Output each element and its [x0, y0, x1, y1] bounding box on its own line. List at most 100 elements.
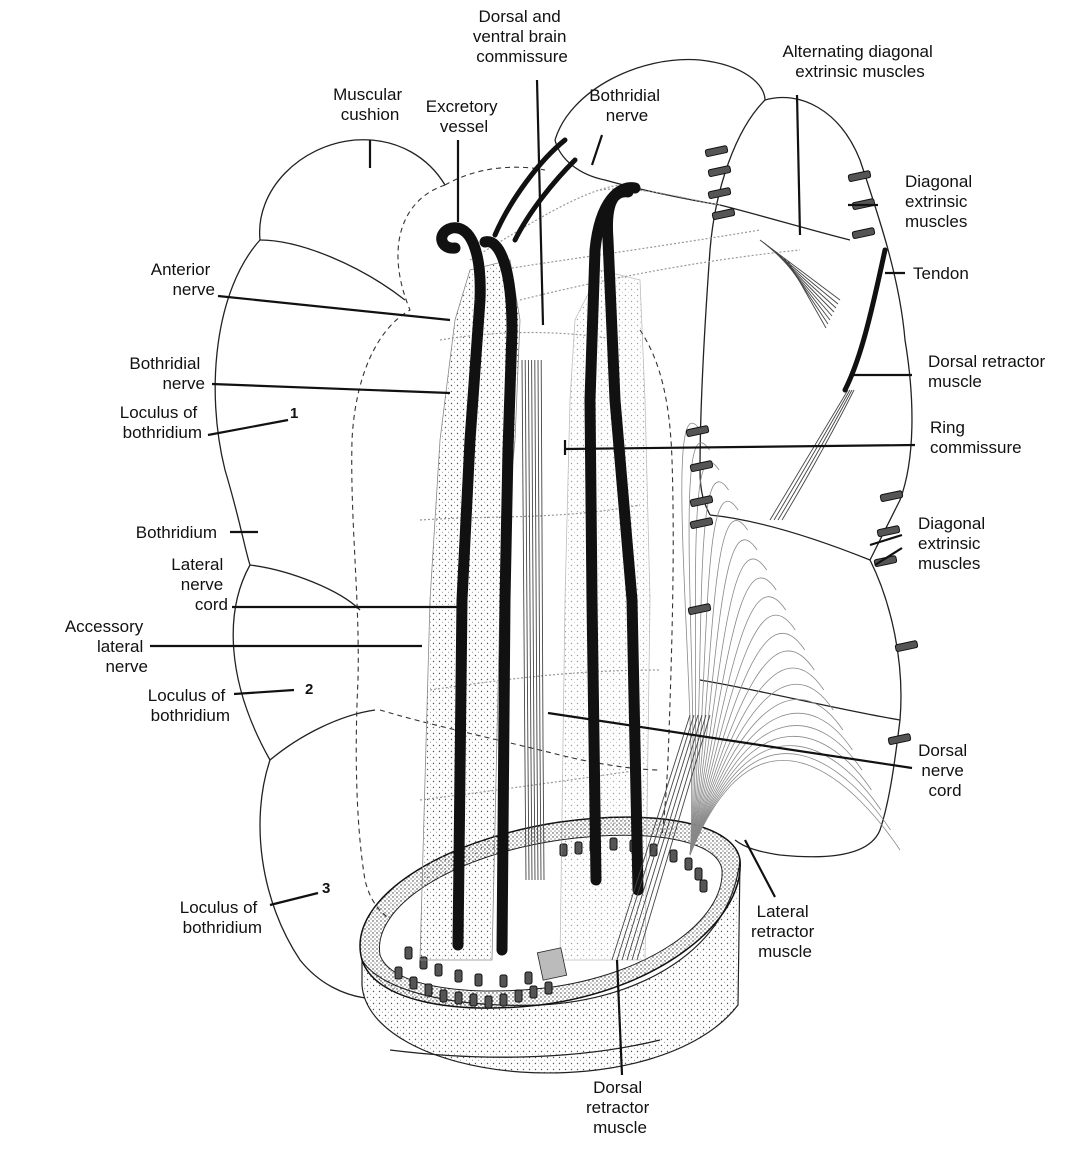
- dorsal-retractor-fiber: [621, 714, 699, 961]
- retractor-fan-fiber: [689, 520, 748, 856]
- ring-muscle-stub: [469, 993, 478, 1007]
- label-tendon: Tendon: [913, 264, 969, 283]
- label-loculus-1: Loculus of bothridium: [120, 403, 202, 442]
- retractor-fan-fiber: [681, 422, 701, 856]
- extrinsic-muscle-stub: [851, 227, 876, 239]
- dorsal-nerve-cord-strand: [531, 359, 536, 881]
- retractor-fan-fiber: [689, 760, 901, 856]
- extrinsic-muscle-stub: [689, 495, 714, 507]
- dorsal-retractor-fiber: [626, 714, 703, 961]
- diagonal-extrinsic-muscle-stubs: [685, 145, 919, 745]
- left-excretory-vessel-2: [479, 236, 518, 956]
- right-nerve-mass: [559, 269, 651, 961]
- label-lateral-nerve-cord: Lateral nerve cord: [171, 555, 228, 614]
- label-muscular-cushion: Muscular cushion: [333, 85, 407, 124]
- retractor-fan-fiber: [689, 745, 882, 856]
- ring-muscle-stub: [499, 993, 508, 1007]
- retractor-fan-fiber: [689, 753, 891, 856]
- tendon-line: [842, 247, 888, 393]
- label-dorsal-retractor-right: Dorsal retractor muscle: [928, 352, 1050, 391]
- extrinsic-muscle-stub: [704, 145, 729, 157]
- extrinsic-muscle-stub: [887, 733, 912, 745]
- right-excretory-vessel-2: [601, 186, 644, 896]
- ring-muscle-stub: [409, 976, 418, 990]
- retractor-fan-fiber: [689, 596, 787, 856]
- right-cushion-top: [554, 58, 766, 141]
- retractor-fan-fiber: [689, 577, 777, 856]
- label-bothridium: Bothridium: [136, 523, 217, 542]
- label-diagonal-extrinsic-mid: Diagonal extrinsic muscles: [918, 514, 990, 573]
- dorsal-retractor-fiber: [616, 714, 695, 961]
- label-dorsal-retractor-bottom: Dorsal retractor muscle: [586, 1078, 654, 1137]
- retractor-stub: [536, 947, 568, 981]
- ring-muscle-stub: [454, 969, 463, 983]
- ring-muscle-stub: [439, 989, 448, 1003]
- label-loculus-2: Loculus of bothridium: [148, 686, 230, 725]
- retractor-fan-fiber: [689, 683, 834, 856]
- labels: Dorsal and ventral brain commissure Alte…: [65, 7, 1050, 1137]
- retractor-fan-fiber: [688, 442, 710, 856]
- ring-muscle-stub: [499, 974, 508, 988]
- dorsal-nerve-cord-strand: [521, 359, 527, 881]
- ring-muscle-stub: [394, 966, 403, 980]
- label-bothridial-nerve-left: Bothridial nerve: [129, 354, 205, 393]
- dorsal-nerve-cord: [521, 359, 568, 981]
- extrinsic-muscle-stub: [707, 165, 732, 177]
- left-bothridium: [214, 139, 661, 999]
- retractor-fan-fiber: [689, 735, 872, 856]
- label-accessory-lateral-nerve: Accessory lateral nerve: [65, 617, 148, 676]
- ring-muscle-stub: [529, 985, 538, 999]
- ring-muscle-stub: [684, 857, 693, 871]
- excretory-vessels: [436, 137, 888, 956]
- alternating-diagonal-fiber: [779, 254, 831, 321]
- extrinsic-muscle-stub: [711, 208, 736, 220]
- retractor-fan-fiber: [689, 698, 844, 856]
- dorsal-retractor-upper-fiber: [769, 389, 849, 521]
- ring-muscle-stub: [544, 981, 553, 995]
- dorsal-nerve-cord-strand: [524, 359, 530, 881]
- retractor-fan-fiber: [689, 614, 796, 856]
- dorsal-retractor-upper-fiber: [777, 389, 853, 521]
- retractor-fan-fiber: [689, 667, 825, 856]
- label-bothridial-nerve-top: Bothridial nerve: [589, 86, 665, 125]
- dorsal-nerve-cord-strand: [537, 359, 542, 881]
- extrinsic-muscle-stub: [685, 425, 710, 437]
- dorsal-nerve-cord-strand: [527, 359, 533, 881]
- dorsal-retractor-fiber: [631, 714, 707, 961]
- label-anterior-nerve: Anterior nerve: [151, 260, 215, 299]
- ring-muscle-stub: [474, 973, 483, 987]
- ring-muscle-stub: [514, 989, 523, 1003]
- extrinsic-muscle-stub: [687, 603, 712, 615]
- bothridial-nerve-dark: [492, 137, 568, 238]
- dorsal-nerve-cord-strand: [540, 359, 545, 881]
- left-muscular-cushion-outline: [259, 139, 446, 241]
- extrinsic-muscle-stub: [847, 170, 872, 182]
- retractor-fan-fiber: [689, 725, 863, 856]
- retractor-fan-fiber: [689, 539, 758, 856]
- dorsal-retractor-upper-fiber: [781, 389, 855, 521]
- right-bothridium: [554, 58, 913, 871]
- left-nerve-mass: [419, 259, 521, 961]
- extrinsic-muscle-stub: [876, 525, 901, 537]
- alternating-diagonal-fiber: [787, 260, 827, 329]
- label-dorsal-ventral-commissure: Dorsal and ventral brain commissure: [473, 7, 571, 66]
- ring-muscle-stub: [669, 849, 678, 863]
- extrinsic-muscle-stub: [689, 460, 714, 472]
- number-loculus-1: 1: [290, 405, 298, 422]
- label-excretory-vessel: Excretory vessel: [426, 97, 503, 136]
- right-bothridium-lobe: [764, 96, 913, 561]
- number-loculus-2: 2: [305, 681, 313, 698]
- retractor-fan-fiber: [689, 650, 815, 856]
- dorsal-retractor-fan: [611, 239, 901, 961]
- left-bothridium-outer-edge: [214, 239, 366, 999]
- retractor-fan-fiber: [689, 712, 853, 856]
- retractor-fan-fiber: [689, 558, 767, 856]
- dorsal-retractor-fiber: [611, 714, 691, 961]
- dorsal-retractor-upper-fiber: [773, 389, 851, 521]
- number-loculus-3: 3: [322, 880, 330, 897]
- label-lateral-retractor: Lateral retractor muscle: [751, 902, 819, 961]
- ring-muscle-stub: [404, 946, 413, 960]
- dorsal-retractor-fiber: [636, 714, 711, 961]
- basal-ring: [359, 816, 741, 1074]
